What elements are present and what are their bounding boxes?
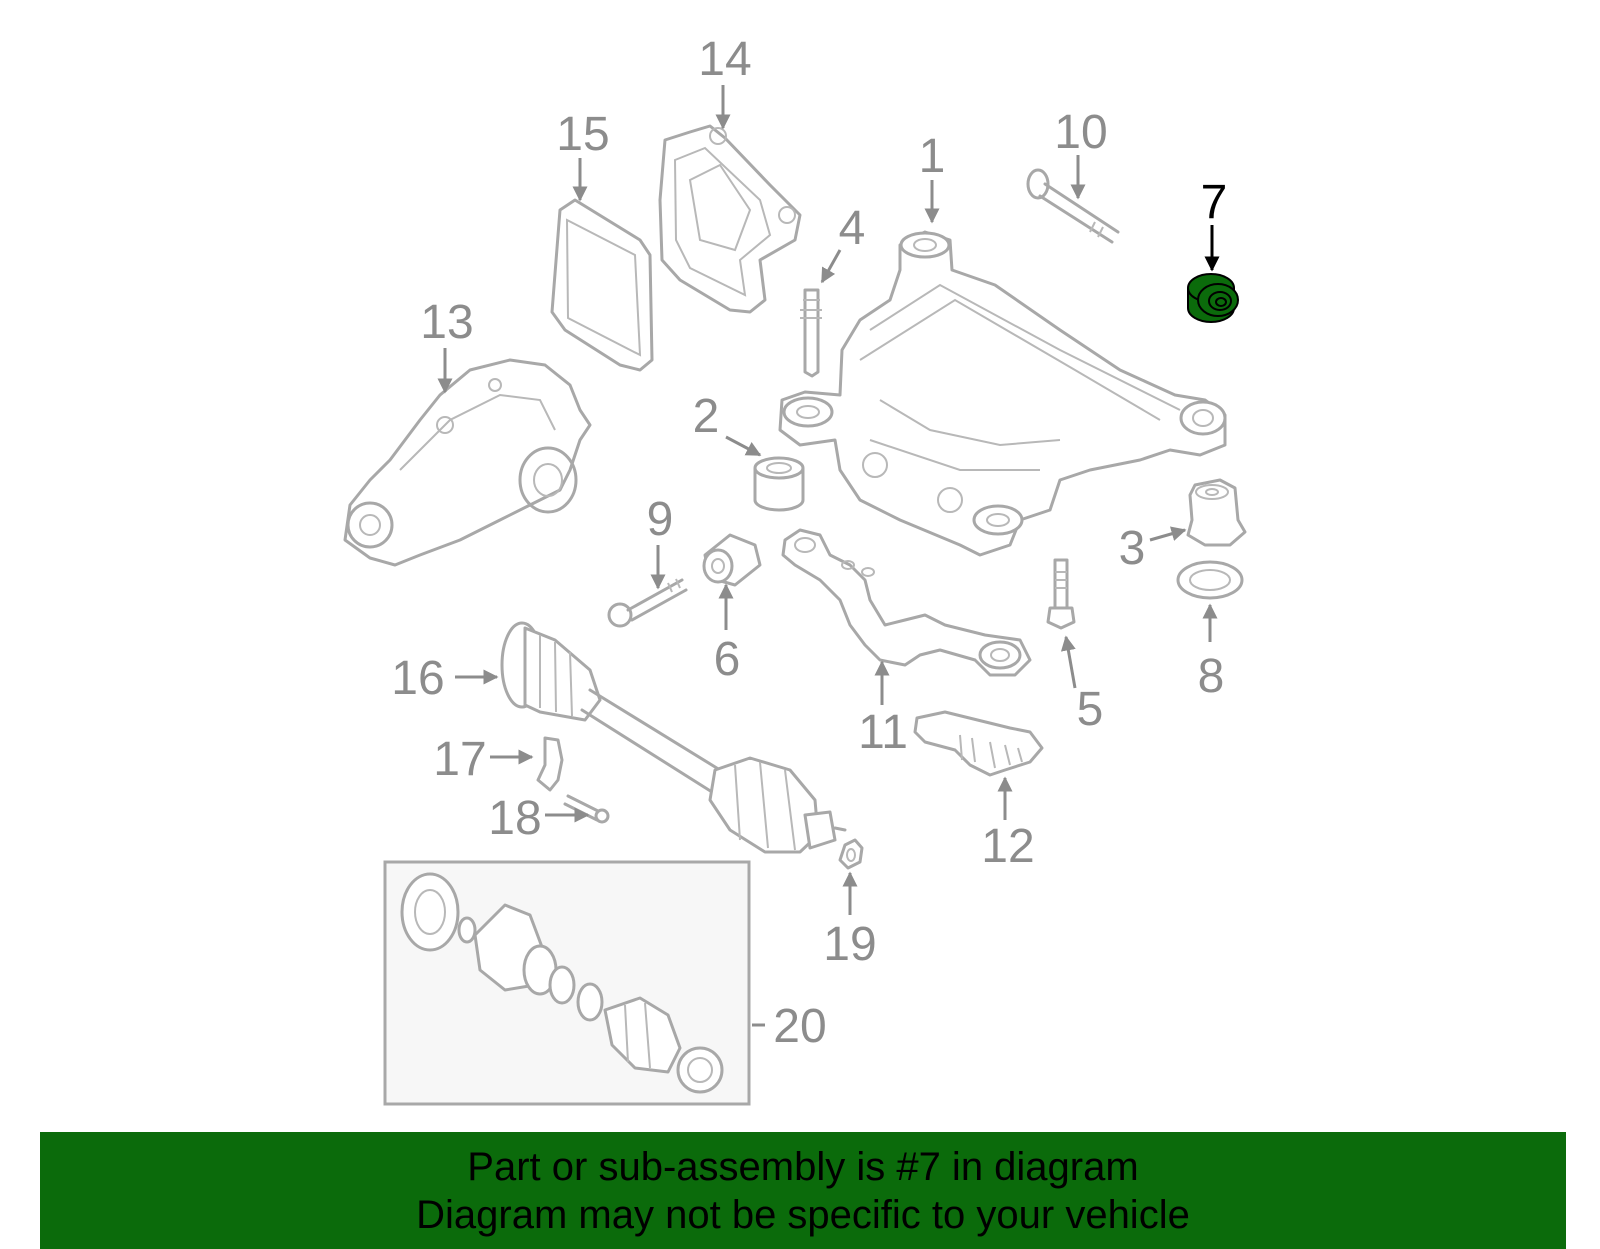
callout-11: 11 [858, 706, 908, 759]
part-13-differential [343, 358, 592, 567]
part-12-shield [913, 710, 1044, 777]
part-14-cover [658, 124, 802, 314]
banner-line-part: Part or sub-assembly is #7 in diagram [467, 1144, 1139, 1189]
part-7-bushing [1187, 273, 1239, 323]
callout-20: 20 [773, 1000, 826, 1053]
part-5-bolt [1046, 558, 1076, 630]
part-18-bolt [563, 794, 610, 824]
callout-19: 19 [823, 918, 876, 971]
callout-17: 17 [433, 733, 486, 786]
callout-6: 6 [714, 633, 741, 686]
callout-10: 10 [1054, 106, 1107, 159]
part-3-mount [1186, 478, 1247, 547]
part-9-bolt [607, 578, 688, 628]
callout-3: 3 [1119, 522, 1146, 575]
part-2-bushing [753, 456, 805, 512]
part-6-bushing [702, 533, 762, 587]
callout-7: 7 [1201, 176, 1228, 229]
callout-numbers: 1 2 3 4 5 6 7 8 9 10 11 12 13 14 15 16 1… [391, 33, 1227, 1053]
callout-5: 5 [1077, 683, 1104, 736]
callout-8: 8 [1198, 650, 1225, 703]
banner-line-disclaimer: Diagram may not be specific to your vehi… [416, 1192, 1190, 1237]
part-8-washer [1176, 560, 1244, 600]
info-banner: Part or sub-assembly is #7 in diagram Di… [40, 1132, 1566, 1249]
part-1-subframe [778, 230, 1227, 557]
callout-1: 1 [919, 130, 946, 183]
part-16-axle [500, 621, 847, 854]
part-19-nut [838, 838, 864, 870]
callout-2: 2 [693, 390, 720, 443]
part-17-clip [536, 736, 564, 792]
part-4-stud [800, 288, 822, 378]
callout-13: 13 [420, 296, 473, 349]
callout-9: 9 [647, 493, 674, 546]
callout-lines [437, 85, 1218, 1027]
callout-15: 15 [556, 108, 609, 161]
part-15-gasket [550, 198, 654, 372]
callout-18: 18 [488, 792, 541, 845]
callout-4: 4 [839, 202, 866, 255]
callout-16: 16 [391, 652, 444, 705]
part-11-bracket [781, 528, 1032, 677]
callout-12: 12 [981, 820, 1034, 873]
callout-14: 14 [698, 33, 751, 86]
part-10-bolt [1026, 168, 1120, 244]
part-20-boot-kit [383, 860, 751, 1106]
